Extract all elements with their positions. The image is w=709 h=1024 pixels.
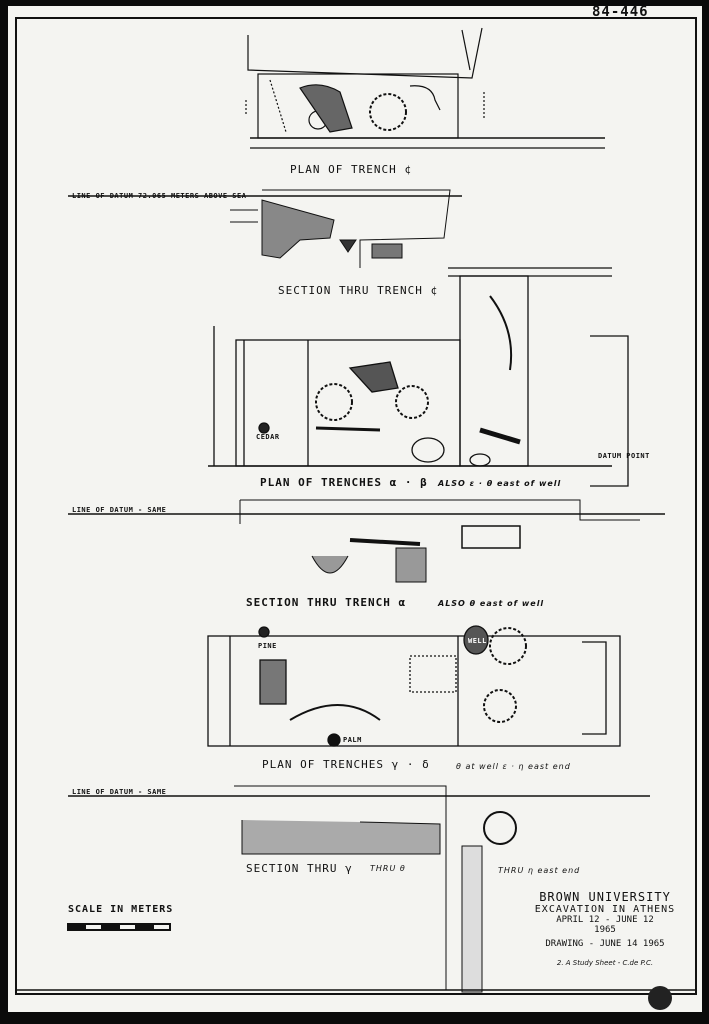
title-drawing-date: DRAWING - JUNE 14 1965 [545, 939, 665, 949]
section-trench-c [68, 189, 462, 268]
label-datum-line-1: LINE OF DATUM 72.065 METERS ABOVE SEA [72, 192, 247, 200]
section-trench-alpha [68, 499, 665, 583]
label-plan-trenches-gamma-delta-also: θ at well ε · η east end [456, 762, 571, 771]
label-datum-point: DATUM POINT [598, 452, 650, 460]
plan-trench-c [245, 27, 605, 149]
label-pine: PINE [258, 642, 277, 650]
label-section-trench-alpha-also: ALSO θ east of well [438, 599, 545, 608]
title-dates: APRIL 12 - JUNE 12 [556, 915, 654, 925]
label-palm: PALM [343, 736, 362, 744]
label-datum-line-2: LINE OF DATUM - SAME [72, 506, 167, 514]
label-section-trench-gamma: SECTION THRU γ [246, 862, 353, 875]
label-section-trench-gamma-thru: THRU θ [370, 864, 406, 873]
title-project: EXCAVATION IN ATHENS [534, 904, 676, 915]
plan-trenches-gamma-delta [207, 625, 621, 747]
label-plan-trenches-alpha-beta: PLAN OF TRENCHES α · β [260, 476, 428, 489]
drawing-number: 84-446 [592, 4, 649, 20]
label-section-trench-c: SECTION THRU TRENCH ¢ [278, 284, 439, 297]
label-plan-trench-c: PLAN OF TRENCH ¢ [290, 163, 412, 176]
section-trench-gamma [68, 785, 650, 993]
label-datum-line-3: LINE OF DATUM - SAME [72, 788, 167, 796]
label-section-trench-gamma-east: THRU η east end [498, 866, 581, 875]
title-university: BROWN UNIVERSITY [539, 890, 671, 904]
label-cedar: CEDAR [256, 433, 280, 441]
plan-trenches-alpha-beta [208, 267, 629, 487]
label-plan-trenches-alpha-beta-also: ALSO ε · θ east of well [438, 479, 562, 488]
label-well: WELL [468, 637, 487, 645]
label-section-trench-alpha: SECTION THRU TRENCH α [246, 596, 407, 609]
label-plan-trenches-gamma-delta: PLAN OF TRENCHES γ · δ [262, 758, 430, 771]
scale-bar [67, 923, 171, 931]
title-sheet-note: 2. A Study Sheet - C.de P.C. [556, 959, 654, 967]
label-scale-in-meters: SCALE IN METERS [68, 904, 174, 915]
title-year: 1965 [594, 925, 616, 935]
title-block: BROWN UNIVERSITY EXCAVATION IN ATHENS AP… [520, 890, 690, 967]
